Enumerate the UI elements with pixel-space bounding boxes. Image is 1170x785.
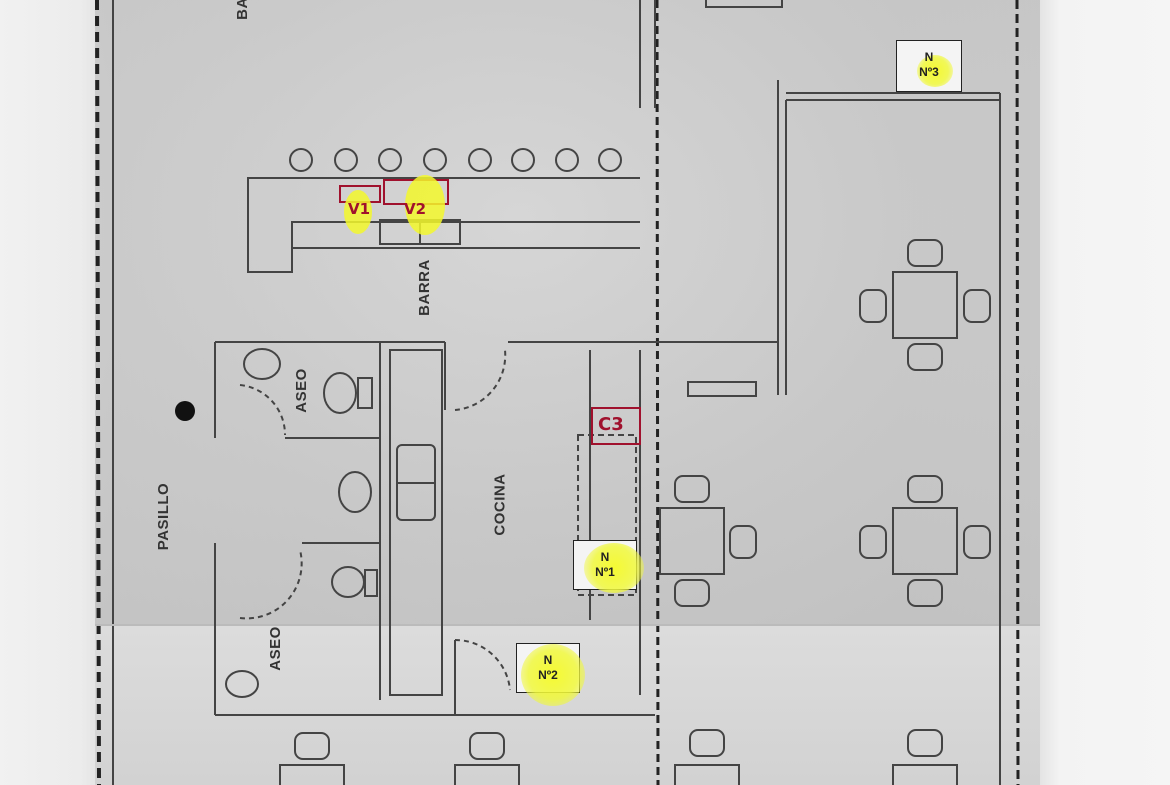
- toilet-top-tank: [357, 377, 373, 409]
- door-arc-kitchen-bottom: [454, 638, 511, 691]
- highlights-bar: [344, 175, 445, 235]
- panel-n1-line2: Nº1: [595, 565, 615, 579]
- panel-n1: N Nº1: [573, 540, 644, 593]
- washbasin-bottom: [225, 670, 259, 698]
- toilet-bottom-tank: [364, 569, 378, 597]
- door-arc-aseo-top: [239, 384, 287, 436]
- table-right-2: [859, 475, 991, 607]
- plan-shading: [95, 0, 1040, 625]
- door-arc-kitchen: [454, 349, 507, 411]
- bar-stools: [289, 148, 622, 172]
- marker-dot: [175, 401, 195, 421]
- annotation-c3: C3: [598, 414, 624, 435]
- label-aseo-top: ASEO: [292, 368, 310, 413]
- toilet-top: [323, 372, 357, 414]
- dashed-boundary-left: [95, 0, 101, 785]
- toilet-bottom: [331, 566, 365, 598]
- label-pasillo: PASILLO: [155, 482, 173, 551]
- label-cocina: COCINA: [491, 473, 509, 536]
- dashed-boundary-middle: [655, 0, 660, 785]
- bar-counter: [247, 177, 640, 273]
- panel-n2: N Nº2: [516, 643, 585, 706]
- washbasin-mid: [338, 471, 372, 513]
- panel-n3-line1: N: [924, 50, 934, 64]
- dashed-boundary-right: [1015, 0, 1020, 785]
- tables-bottom-row: [279, 729, 958, 785]
- panel-n3-line2: Nº3: [919, 65, 939, 79]
- top-partial-box: [705, 0, 783, 8]
- panel-n2-line2: Nº2: [538, 668, 558, 682]
- table-right-1: [859, 239, 991, 371]
- panel-n2-line1: N: [543, 653, 553, 667]
- door-arc-aseo-bottom: [239, 549, 303, 620]
- window-right: [687, 381, 757, 397]
- washbasin-top: [243, 348, 281, 380]
- kitchen-cooler: [577, 434, 637, 596]
- panel-n1-line1: N: [600, 550, 610, 564]
- panel-n3: N Nº3: [896, 40, 962, 92]
- annotation-v1: V1: [348, 200, 371, 218]
- label-aseo-bottom: ASEO: [266, 626, 284, 671]
- label-partial-ba: BA: [233, 0, 251, 20]
- table-middle: [659, 475, 757, 607]
- label-barra: BARRA: [415, 259, 433, 316]
- kitchen-counter: [389, 349, 443, 696]
- annotation-v2: V2: [404, 200, 427, 218]
- redbox-c3: [591, 407, 641, 445]
